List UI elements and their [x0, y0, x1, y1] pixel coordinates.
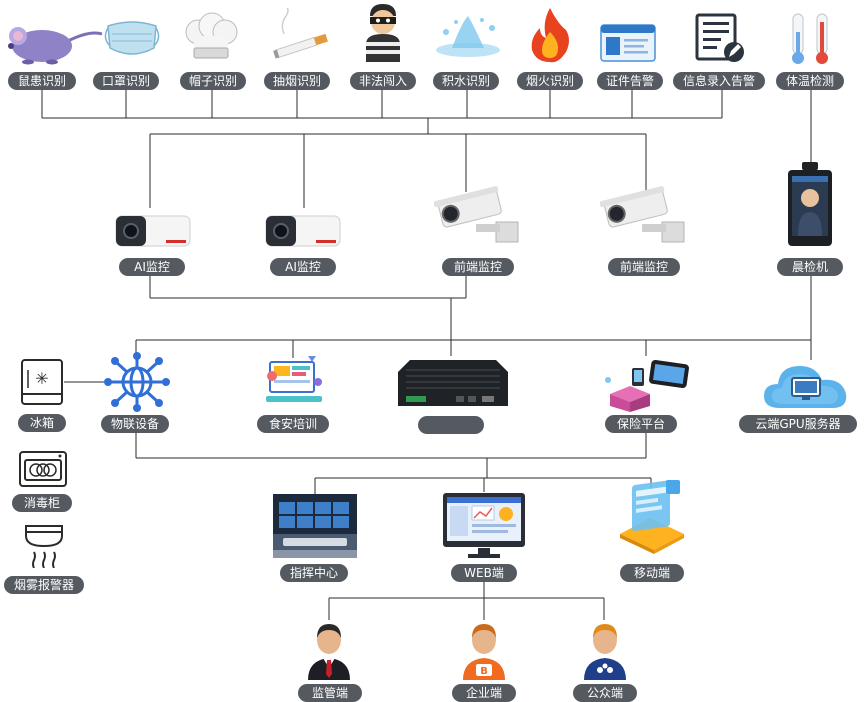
rat-recognition-label: 鼠患识别 — [8, 72, 76, 90]
web-monitor-icon — [443, 493, 525, 558]
svg-text:B: B — [480, 666, 488, 677]
sterilizer-icon — [19, 451, 67, 487]
face-terminal-icon — [788, 162, 832, 246]
box-camera-icon — [434, 186, 519, 243]
smoke-alarm-label: 烟雾报警器 — [4, 576, 84, 594]
form-edit-icon — [695, 13, 744, 62]
bullet-camera-icon — [265, 215, 341, 247]
iot-device-label: 物联设备 — [101, 415, 169, 433]
box-camera-icon — [600, 186, 685, 243]
id-card-icon — [600, 24, 656, 62]
edge-box-icon — [398, 360, 508, 406]
sterilizer-label: 消毒柜 — [12, 494, 72, 512]
cigarette-icon — [273, 8, 328, 59]
water-recognition-label: 积水识别 — [433, 72, 499, 90]
bullet-camera-icon — [115, 215, 191, 247]
chef-hat-icon — [185, 12, 238, 59]
front-camera-label-2: 前端监控 — [608, 258, 680, 276]
temperature-label: 体温检测 — [776, 72, 844, 90]
insurance-platform-label: 保险平台 — [605, 415, 677, 433]
mobile-client-label: 移动端 — [620, 564, 684, 582]
public-user-label: 公众端 — [573, 684, 637, 702]
mask-recognition-label: 口罩识别 — [93, 72, 159, 90]
cloud-server-icon — [764, 366, 847, 408]
mobile-ui-icon — [620, 480, 684, 554]
svg-text:✳: ✳ — [35, 369, 48, 388]
food-safety-training-label: 食安培训 — [257, 415, 329, 433]
fire-recognition-label: 烟火识别 — [517, 72, 583, 90]
intruder-icon — [366, 4, 400, 62]
enterprise-user-label: 企业端 — [452, 684, 516, 702]
face-mask-icon — [104, 21, 160, 55]
fridge-icon: ✳ — [21, 359, 63, 405]
web-client-label: WEB端 — [451, 564, 517, 582]
supervisor-label: 监管端 — [298, 684, 362, 702]
command-center-label: 指挥中心 — [280, 564, 348, 582]
command-center-icon — [273, 494, 357, 558]
fridge-label: 冰箱 — [18, 414, 66, 432]
cloud-gpu-server-label: 云端GPU服务器 — [739, 415, 857, 433]
supervisor-icon — [308, 624, 350, 680]
iot-globe-icon — [104, 352, 170, 412]
smoke-alarm-icon — [25, 525, 63, 568]
public-user-icon — [584, 624, 626, 680]
thermometer-icon — [792, 13, 828, 64]
ai-camera-label-2: AI监控 — [270, 258, 336, 276]
training-icon — [266, 356, 322, 402]
hat-recognition-label: 帽子识别 — [180, 72, 246, 90]
morning-check-label: 晨检机 — [777, 258, 843, 276]
enterprise-user-icon: B — [463, 624, 505, 680]
intrusion-label: 非法闯入 — [350, 72, 416, 90]
front-camera-label-1: 前端监控 — [442, 258, 514, 276]
ai-camera-label-1: AI监控 — [119, 258, 185, 276]
water-splash-icon — [436, 16, 500, 57]
fire-icon — [531, 8, 569, 63]
certificate-alarm-label: 证件告警 — [597, 72, 663, 90]
edge-box-label — [418, 416, 484, 434]
info-entry-alarm-label: 信息录入告警 — [673, 72, 765, 90]
smoking-recognition-label: 抽烟识别 — [264, 72, 330, 90]
insurance-icon — [605, 359, 689, 412]
rat-icon — [8, 27, 103, 65]
